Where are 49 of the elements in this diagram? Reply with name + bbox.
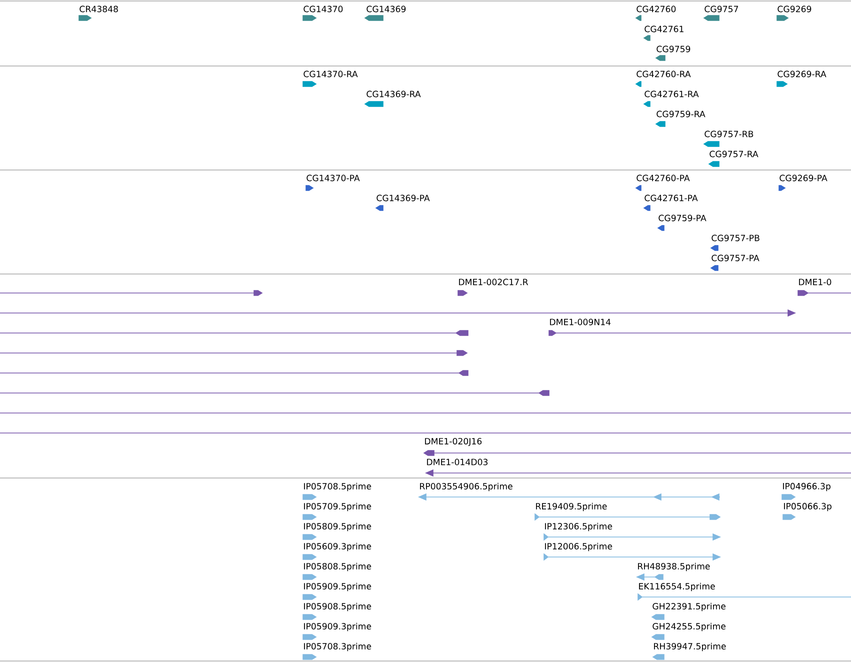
feature-label: IP05809.5prime <box>304 522 372 532</box>
feature-label: CG9759-PA <box>658 214 706 222</box>
feature-label: CG14370-RA <box>304 70 358 78</box>
feature-label: IP04966.3p <box>783 482 830 492</box>
feature-label: IP05066.3p <box>784 502 832 512</box>
feature-label: CG14369 <box>366 6 406 12</box>
feature-label: CG42760-PA <box>636 174 690 182</box>
feature-label: CG9269-RA <box>778 70 826 78</box>
feature-label: EK116554.5prime <box>639 582 715 592</box>
feature-label: IP05708.5prime <box>304 482 372 492</box>
feature-label: GH24255.5prime <box>652 622 726 632</box>
feature-label: IP12306.5prime <box>545 522 612 532</box>
feature-label: IP05909.3prime <box>304 622 372 632</box>
feature-label: RE19409.5prime <box>536 502 607 512</box>
feature-label: DME1-014D03 <box>427 458 488 466</box>
feature-label: CG42760 <box>636 6 676 12</box>
feature-label: CG42761 <box>644 26 684 32</box>
feature-label: IP12006.5prime <box>545 542 612 552</box>
feature-label: CG9759 <box>656 46 690 52</box>
feature-label: CG9269 <box>778 6 812 12</box>
feature-label: CG9757-RA <box>710 150 758 158</box>
feature-label: IP05808.5prime <box>304 562 372 572</box>
feature-label: CG9757-RB <box>704 130 754 138</box>
feature-label: IP05909.5prime <box>304 582 372 592</box>
feature-label: CG9759-RA <box>656 110 706 118</box>
feature-label: DME1-009N14 <box>550 318 611 326</box>
feature-label: IP05908.5prime <box>304 602 372 612</box>
feature-label: CG14370-PA <box>306 174 360 182</box>
feature-label: RH48938.5prime <box>638 562 710 572</box>
feature-label: IP05709.5prime <box>304 502 372 512</box>
feature-label: DME1-020J16 <box>425 438 482 446</box>
feature-label: CG9757-PB <box>712 234 760 242</box>
feature-label: CG14369-PA <box>376 194 430 202</box>
feature-label: CR43848 <box>80 6 118 12</box>
feature-label: IP05708.3prime <box>304 642 372 652</box>
feature-label: CG42761-PA <box>644 194 698 202</box>
feature-label: DME1-002C17.R <box>459 278 528 286</box>
feature-label: RH39947.5prime <box>654 642 726 652</box>
feature-label: CG42761-RA <box>644 90 699 98</box>
feature-label: DME1-0 <box>799 278 832 286</box>
feature-label: CG9757-PA <box>712 254 760 262</box>
feature-label: CG9757 <box>704 6 738 12</box>
feature-label: CG9269-PA <box>780 174 828 182</box>
feature-label: IP05609.3prime <box>304 542 372 552</box>
feature-label: RP003554906.5prime <box>420 482 512 492</box>
feature-label: GH22391.5prime <box>652 602 726 612</box>
feature-label: CG14370 <box>304 6 343 12</box>
feature-label: CG42760-RA <box>636 70 691 78</box>
feature-label: CG14369-RA <box>366 90 421 98</box>
